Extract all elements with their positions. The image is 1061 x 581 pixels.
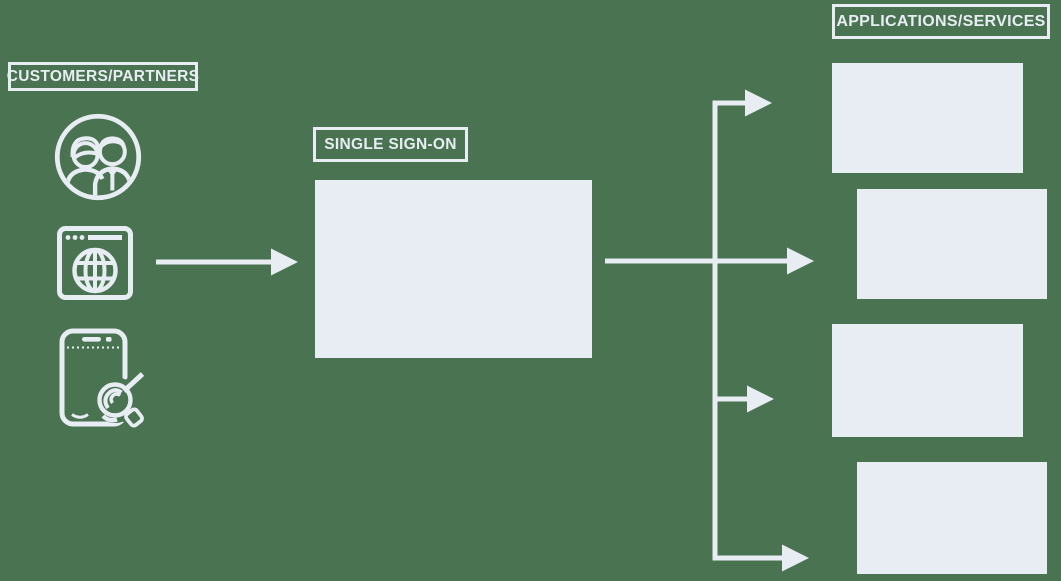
application-box-2 (857, 189, 1047, 299)
arrow-branch-to-app-1 (745, 89, 772, 117)
customers-partners-label: CUSTOMERS/PARTNERS (7, 62, 199, 91)
arrow-sso-to-apps (605, 247, 814, 275)
hand-key-detail (92, 368, 147, 431)
mobile-contactless-icon (58, 327, 150, 439)
application-box-3 (832, 324, 1023, 437)
application-box-1 (832, 63, 1023, 173)
arrow-customers-to-sso (156, 248, 298, 276)
arrow-branch-to-app-3 (715, 385, 774, 413)
arrow-branch-to-app-4 (782, 544, 809, 572)
web-browser-globe-icon (56, 225, 134, 301)
customers-pair-icon (52, 110, 144, 204)
application-box-4 (857, 462, 1047, 574)
single-sign-on-box (315, 180, 592, 358)
applications-services-label: APPLICATIONS/SERVICES (832, 4, 1050, 39)
single-sign-on-label: SINGLE SIGN-ON (313, 127, 468, 162)
apps-branch-line (712, 100, 783, 561)
